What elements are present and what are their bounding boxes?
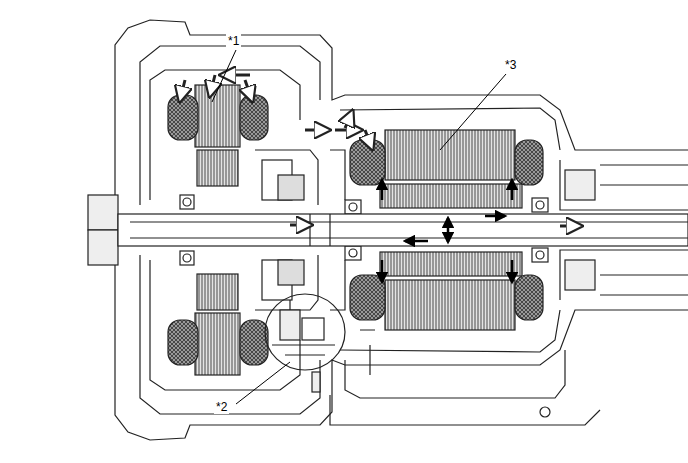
upper-half [88,20,688,230]
drawing-line [309,214,310,246]
drawing-rect [280,310,300,340]
leader-lines [212,50,506,404]
drawing-rect [278,175,304,200]
drawing-path [381,180,384,200]
drawing-line [130,237,688,238]
drawing-circle [183,198,191,206]
drawing-rect [515,140,543,185]
drawing-path [140,46,320,205]
valve-detail [265,294,345,370]
drawing-rect [88,195,118,230]
drawing-rect [565,170,595,200]
callout-number: *2 [214,400,229,414]
drawing-circle [540,407,550,417]
drawing-line [440,74,506,150]
drawing-path [335,129,360,132]
drawing-path [330,395,600,425]
drawing-rect [197,150,238,186]
drawing-path [290,224,310,227]
drawing-path [245,80,252,100]
drawing-path [600,165,688,185]
drawing-rect [345,200,361,214]
drawing-path [115,20,688,205]
drawing-path [360,330,375,375]
drawing-ellipse [265,294,345,370]
cooling-arrows [382,180,512,282]
lower-half [88,230,688,440]
oil-flow-arrows [180,75,580,226]
drawing-path [272,300,335,355]
drawing-rect [312,372,320,392]
drawing-path [447,218,450,242]
callout-number: *1 [226,34,241,48]
drawing-path [222,74,250,77]
drawing-rect [350,140,385,185]
callout-number: *3 [503,58,518,72]
drawing-rect [180,195,194,209]
drawing-circle [349,203,357,211]
drawing-path [305,129,328,132]
drawing-rect [168,95,198,140]
main-shaft [118,214,688,246]
drawing-rect [532,198,548,212]
drawing-rect [195,85,240,147]
drawing-path [345,112,352,128]
drawing-path [485,215,505,218]
drawing-path [560,225,580,228]
drawing-path [345,350,565,398]
drawing-circle [536,201,544,209]
drawing-line [236,362,290,404]
drawing-path [381,260,384,282]
drawing-path [511,260,514,282]
drawing-line [130,221,688,222]
drawing-path [180,80,185,100]
drawing-path [330,150,688,210]
drawing-path [511,180,514,200]
drawing-rect [118,214,688,246]
drawing-rect [302,318,324,340]
drawing-path [210,75,215,95]
drawing-path [255,150,318,205]
drawing-path [405,240,428,243]
drawing-rect [240,95,268,140]
oil-pan [312,330,600,425]
drawing-rect [380,184,522,208]
drawing-path [365,130,372,148]
drawing-rect [385,130,515,180]
drawing-line [212,50,236,102]
drawing-line [329,214,330,246]
